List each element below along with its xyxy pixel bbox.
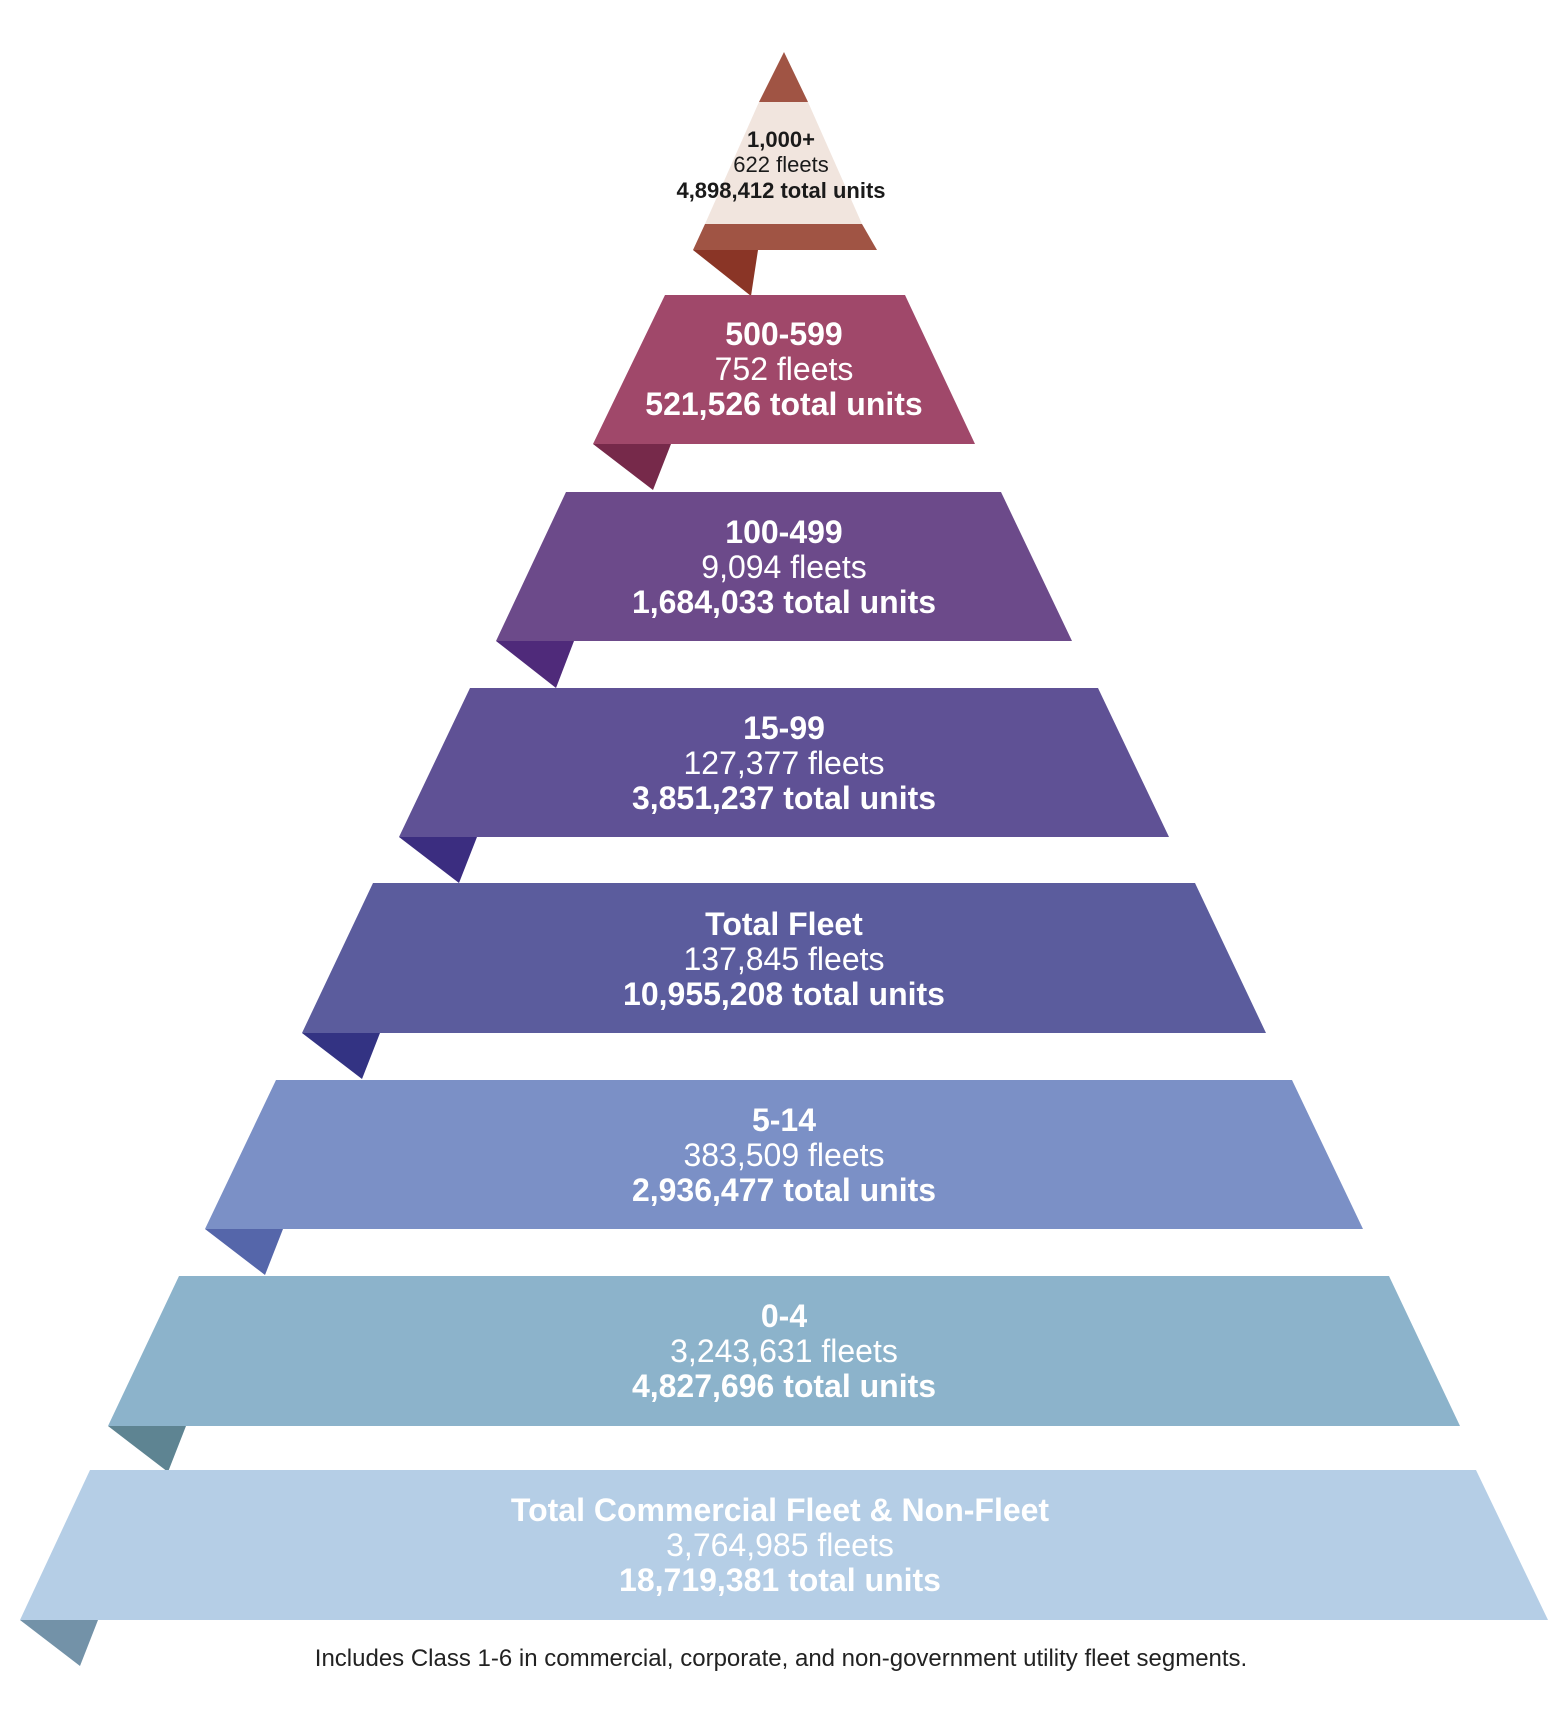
tier-apex-band: [759, 52, 808, 102]
tier-shape: [593, 295, 975, 444]
tier-shape: [302, 883, 1266, 1033]
tier-5-14: 5-14 383,509 fleets 2,936,477 total unit…: [205, 1080, 1363, 1275]
footnote: Includes Class 1-6 in commercial, corpor…: [314, 1645, 1248, 1672]
tier-shape: [20, 1470, 1548, 1620]
tier-range-label: 5-14: [752, 1102, 816, 1138]
tier-0-4: 0-4 3,243,631 fleets 4,827,696 total uni…: [108, 1276, 1460, 1472]
tier-fold: [302, 1033, 380, 1079]
tier-fleets-count: 9,094 fleets: [701, 549, 866, 585]
tier-fold: [20, 1620, 98, 1666]
tier-range-label: 15-99: [743, 710, 825, 746]
tier-shape: [205, 1080, 1363, 1229]
tier-range-label: Total Fleet: [705, 906, 863, 942]
tier-fold: [399, 837, 477, 883]
tier-fold: [205, 1229, 283, 1275]
tier-fold: [693, 250, 758, 296]
tier-fold: [108, 1426, 186, 1472]
tier-units-count: 521,526 total units: [645, 386, 922, 422]
tier-fold: [593, 444, 671, 490]
tier-fleets-count: 137,845 fleets: [683, 941, 884, 977]
tier-range-label: 100-499: [725, 514, 842, 550]
tier-1000-plus: 1,000+ 622 fleets 4,898,412 total units: [676, 52, 886, 296]
tier-total-commercial: Total Commercial Fleet & Non-Fleet 3,764…: [20, 1470, 1548, 1666]
tier-fleets-count: 3,243,631 fleets: [670, 1333, 898, 1369]
tier-units-count: 2,936,477 total units: [632, 1172, 936, 1208]
tier-units-count: 3,851,237 total units: [632, 780, 936, 816]
tier-fleets-count: 383,509 fleets: [683, 1137, 884, 1173]
tier-shape: [705, 102, 862, 224]
tier-fleets-count: 127,377 fleets: [683, 745, 884, 781]
tier-range-label: Total Commercial Fleet & Non-Fleet: [511, 1492, 1050, 1528]
tier-100-499: 100-499 9,094 fleets 1,684,033 total uni…: [496, 492, 1072, 688]
tier-shape: [496, 492, 1072, 641]
tier-range-label: 1,000+: [747, 127, 815, 152]
tier-base-band: [693, 224, 877, 250]
tier-units-count: 1,684,033 total units: [632, 584, 936, 620]
tier-fleets-count: 3,764,985 fleets: [666, 1527, 894, 1563]
tier-fleets-count: 752 fleets: [715, 351, 854, 387]
tier-shape: [108, 1276, 1460, 1426]
tier-500-599: 500-599 752 fleets 521,526 total units: [593, 295, 975, 490]
tier-fleets-count: 622 fleets: [733, 152, 828, 177]
tier-range-label: 500-599: [725, 316, 842, 352]
tier-shape: [399, 688, 1169, 837]
tier-range-label: 0-4: [761, 1298, 807, 1334]
tier-total-fleet: Total Fleet 137,845 fleets 10,955,208 to…: [302, 883, 1266, 1079]
tier-fold: [496, 641, 574, 688]
tier-units-count: 18,719,381 total units: [619, 1562, 941, 1598]
tier-units-count: 4,898,412 total units: [676, 178, 885, 203]
tier-units-count: 4,827,696 total units: [632, 1368, 936, 1404]
tier-15-99: 15-99 127,377 fleets 3,851,237 total uni…: [399, 688, 1169, 883]
tier-units-count: 10,955,208 total units: [623, 976, 945, 1012]
